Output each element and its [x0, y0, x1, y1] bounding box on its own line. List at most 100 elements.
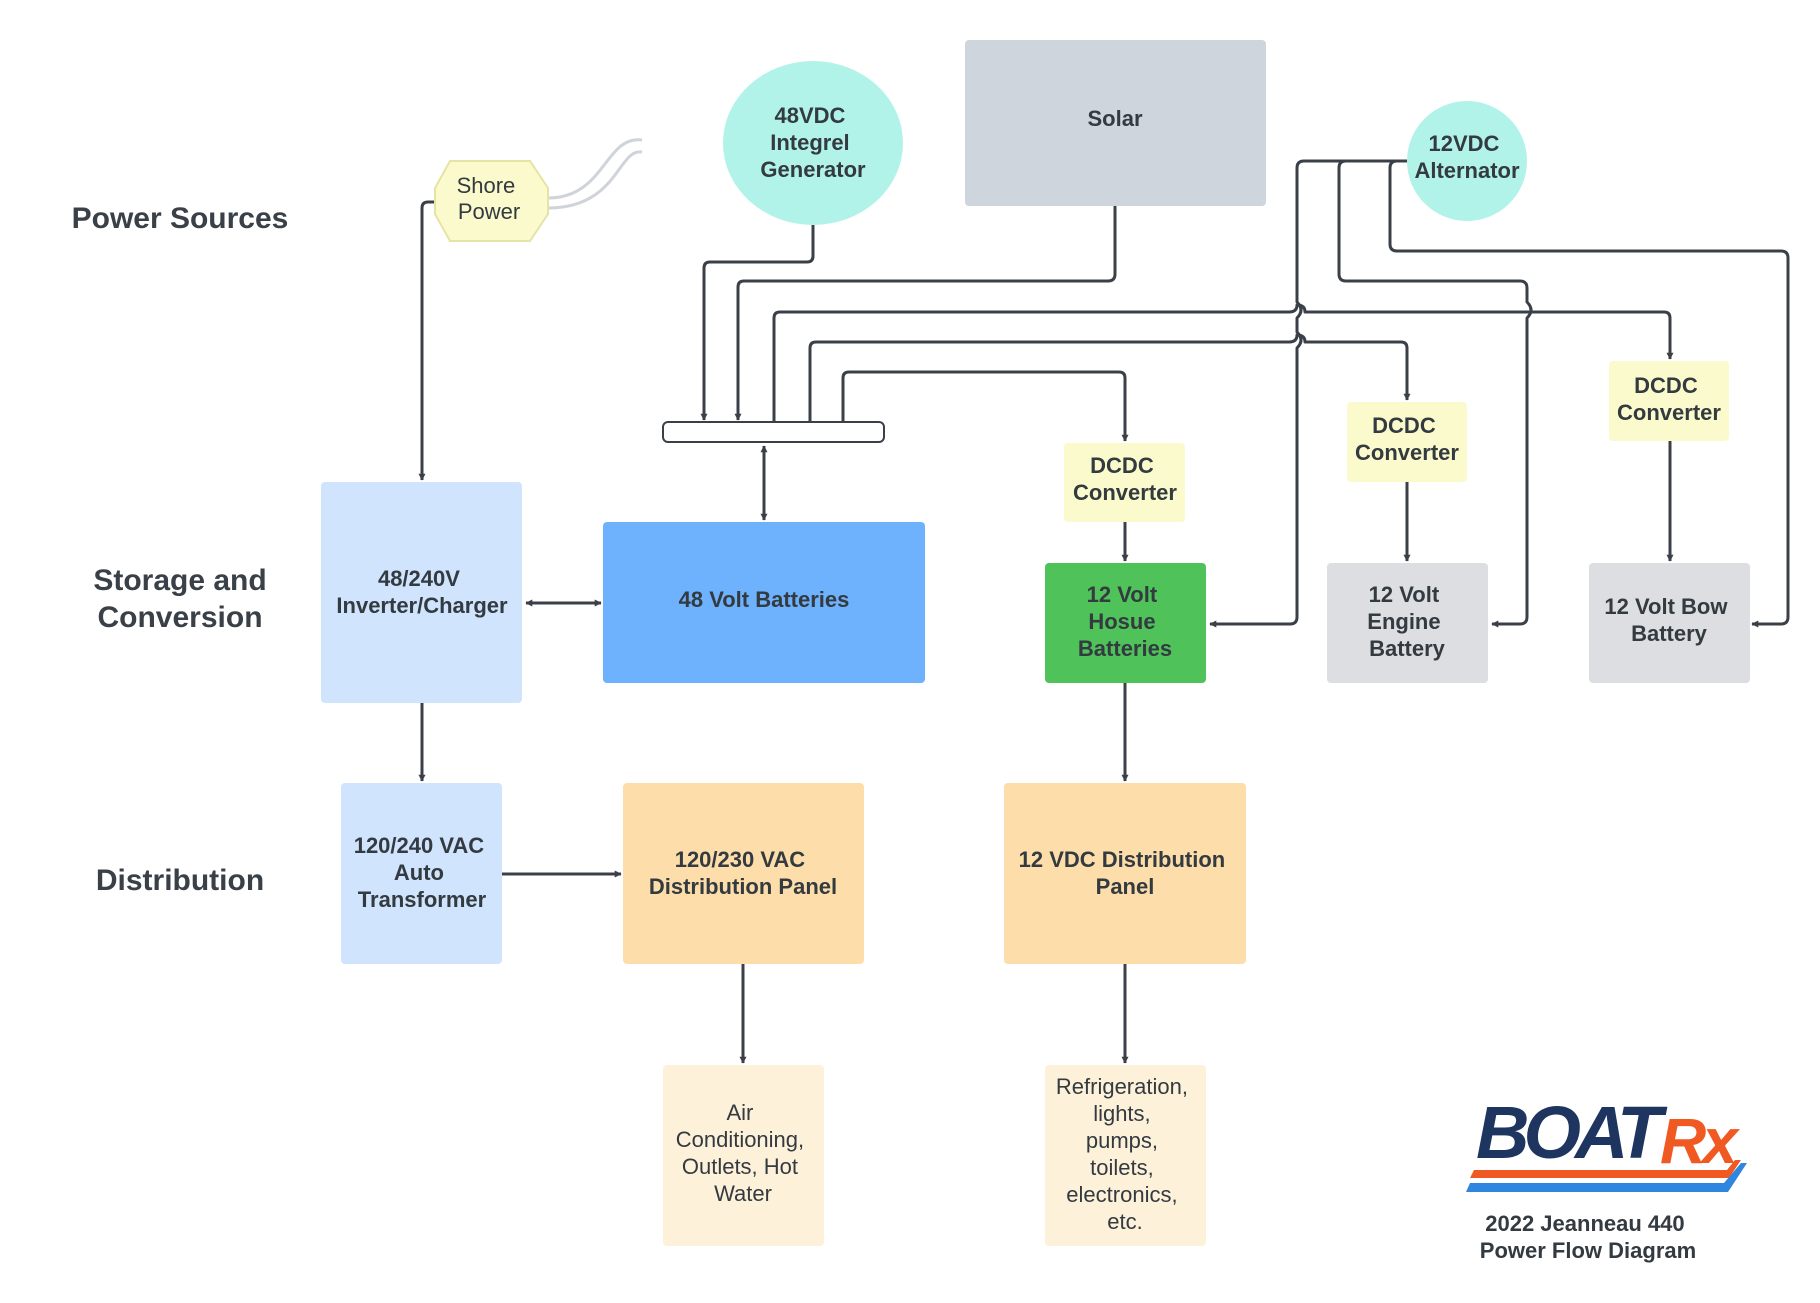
dcdc-engine-label-line2: Converter: [1355, 440, 1459, 465]
node-dc-loads: Refrigeration, lights, pumps, toilets, e…: [1045, 1065, 1206, 1246]
edge-alternator-to-house: [1209, 159, 1409, 628]
house-batteries-label-line2: Hosue: [1088, 609, 1155, 634]
svg-text:DCDC Converter: DCDC Converter: [1073, 453, 1177, 505]
house-batteries-label-line3: Batteries: [1078, 636, 1172, 661]
auto-transformer-shape: [341, 783, 502, 964]
dcdc-bow-label-line2: Converter: [1617, 400, 1721, 425]
shore-power-cable: [547, 138, 643, 200]
svg-text:12 Volt Hosue Batt: 12 Volt Hosue Batteries: [1078, 582, 1172, 661]
alternator-label-line2: Alternator: [1414, 158, 1520, 183]
ac-loads-label-line2: Conditioning,: [676, 1127, 804, 1152]
svg-text:120/230 VAC Distribution: 120/230 VAC Distribution Panel: [649, 847, 837, 899]
svg-text:DCDC Converter: DCDC Converter: [1355, 413, 1459, 465]
inverter-charger-shape: [321, 482, 522, 703]
engine-battery-shape: [1327, 563, 1488, 683]
row-label-distribution: Distribution: [96, 864, 264, 897]
generator-label-line2: Integrel: [770, 130, 849, 155]
bus-bar: [662, 421, 885, 443]
dc-panel-label-line2: Panel: [1096, 874, 1155, 899]
dc-loads-label-line2: lights,: [1093, 1101, 1150, 1126]
house-batteries-shape: [1045, 563, 1206, 683]
edge-bus-to-dcdc-house: [841, 370, 1129, 442]
svg-text:12 Volt Engine Bat: 12 Volt Engine Battery: [1367, 582, 1446, 661]
ac-panel-label-line2: Distribution Panel: [649, 874, 837, 899]
dcdc-bow-label-line1: DCDC: [1634, 373, 1698, 398]
logo-blue-stripe: [1466, 1163, 1747, 1192]
alternator-label-line1: 12VDC: [1428, 131, 1499, 156]
auto-transformer-label-line2: Auto: [394, 860, 444, 885]
svg-text:12 VDC Distribution Pane: 12 VDC Distribution Panel: [1019, 847, 1232, 899]
node-generator: 48VDC Integrel Generator: [723, 61, 903, 225]
dc-loads-label-line3: pumps,: [1086, 1128, 1158, 1153]
48v-batteries-shape: [603, 522, 925, 683]
dc-panel-shape: [1004, 783, 1246, 964]
ac-loads-shape: [663, 1065, 824, 1246]
dcdc-house-label-line2: Converter: [1073, 480, 1177, 505]
dc-loads-label-line1: Refrigeration,: [1056, 1074, 1188, 1099]
ac-loads-label-line1: Air: [726, 1100, 753, 1125]
connector-lines: [418, 138, 1790, 1064]
node-shore-power: Shore Power: [434, 160, 549, 242]
alternator-shape: [1407, 101, 1527, 221]
node-auto-transformer: 120/240 VAC Auto Transformer: [341, 783, 502, 964]
house-batteries-label-line1: 12 Volt: [1087, 582, 1158, 607]
auto-transformer-label-line1: 120/240 VAC: [354, 833, 485, 858]
logo-brand-main: BOAT: [1476, 1091, 1668, 1174]
dcdc-house-label-line1: DCDC: [1090, 453, 1154, 478]
logo-orange-stripe: [1470, 1160, 1741, 1178]
node-alternator: 12VDC Alternator: [1407, 101, 1527, 221]
svg-text:Shore Power: Shore Power: [457, 173, 522, 224]
bow-battery-label-line2: Battery: [1631, 621, 1708, 646]
edge-bus-to-dcdc-engine: [808, 333, 1411, 422]
shore-power-shape: [434, 160, 549, 242]
auto-transformer-label-line3: Transformer: [358, 887, 487, 912]
generator-label-line1: 48VDC: [774, 103, 845, 128]
node-dcdc-house: DCDC Converter: [1064, 443, 1185, 522]
row-label-power-sources: Power Sources: [72, 202, 289, 235]
svg-text:12 Volt Bow Battery: 12 Volt Bow Battery: [1604, 594, 1733, 646]
row-label-storage-line2: Conversion: [97, 601, 262, 634]
node-dcdc-bow: DCDC Converter: [1609, 361, 1729, 441]
edge-bus-to-dcdc-bow: [772, 303, 1674, 422]
dcdc-bow-shape: [1609, 361, 1729, 441]
logo-brand-accent: Rx: [1660, 1105, 1740, 1177]
dcdc-engine-shape: [1347, 402, 1467, 482]
node-house-batteries: 12 Volt Hosue Batteries: [1045, 563, 1206, 683]
inverter-charger-label-line1: 48/240V: [378, 566, 460, 591]
node-inverter-charger: 48/240V Inverter/Charger: [321, 482, 522, 703]
svg-text:12VDC Alternator: 12VDC Alternator: [1414, 131, 1520, 183]
shore-power-cable-2: [547, 150, 643, 210]
solar-shape: [965, 40, 1266, 206]
engine-battery-label-line1: 12 Volt: [1369, 582, 1440, 607]
bow-battery-shape: [1589, 563, 1750, 683]
shore-power-label-line2: Power: [458, 199, 520, 224]
bow-battery-label-line1: 12 Volt Bow: [1604, 594, 1728, 619]
node-48v-batteries: 48 Volt Batteries: [603, 522, 925, 683]
node-dc-panel: 12 VDC Distribution Panel: [1004, 783, 1246, 964]
edge-generator-to-bus: [700, 225, 815, 421]
svg-text:DCDC Converter: DCDC Converter: [1617, 373, 1721, 425]
48v-batteries-label: 48 Volt Batteries: [679, 587, 850, 612]
edge-alternator-to-bow: [1388, 159, 1790, 628]
svg-text:Air Conditioning,: Air Conditioning, Outlets, Hot Water: [676, 1100, 811, 1206]
svg-text:Refrigeration, lights,: Refrigeration, lights, pumps, toilets, e…: [1056, 1074, 1194, 1234]
svg-text:2022 Jeanneau 440 Power: 2022 Jeanneau 440 Power Flow Diagram: [1480, 1211, 1696, 1263]
node-engine-battery: 12 Volt Engine Battery: [1327, 563, 1488, 683]
ac-loads-label-line3: Outlets, Hot: [682, 1154, 798, 1179]
edge-solar-to-bus: [734, 206, 1117, 421]
engine-battery-label-line3: Battery: [1369, 636, 1446, 661]
inverter-charger-label-line2: Inverter/Charger: [336, 593, 508, 618]
dc-loads-shape: [1045, 1065, 1206, 1246]
logo-caption-line1: 2022 Jeanneau 440: [1485, 1211, 1684, 1236]
dcdc-engine-label-line1: DCDC: [1372, 413, 1436, 438]
ac-loads-label-line4: Water: [714, 1181, 772, 1206]
node-solar: Solar: [965, 40, 1266, 206]
dc-panel-label-line1: 12 VDC Distribution: [1019, 847, 1226, 872]
edge-alternator-to-engine: [1337, 159, 1533, 628]
dc-loads-label-line5: electronics,: [1066, 1182, 1177, 1207]
node-ac-panel: 120/230 VAC Distribution Panel: [623, 783, 864, 964]
generator-shape: [723, 61, 903, 225]
shore-power-label-line1: Shore: [457, 173, 516, 198]
engine-battery-label-line2: Engine: [1367, 609, 1440, 634]
